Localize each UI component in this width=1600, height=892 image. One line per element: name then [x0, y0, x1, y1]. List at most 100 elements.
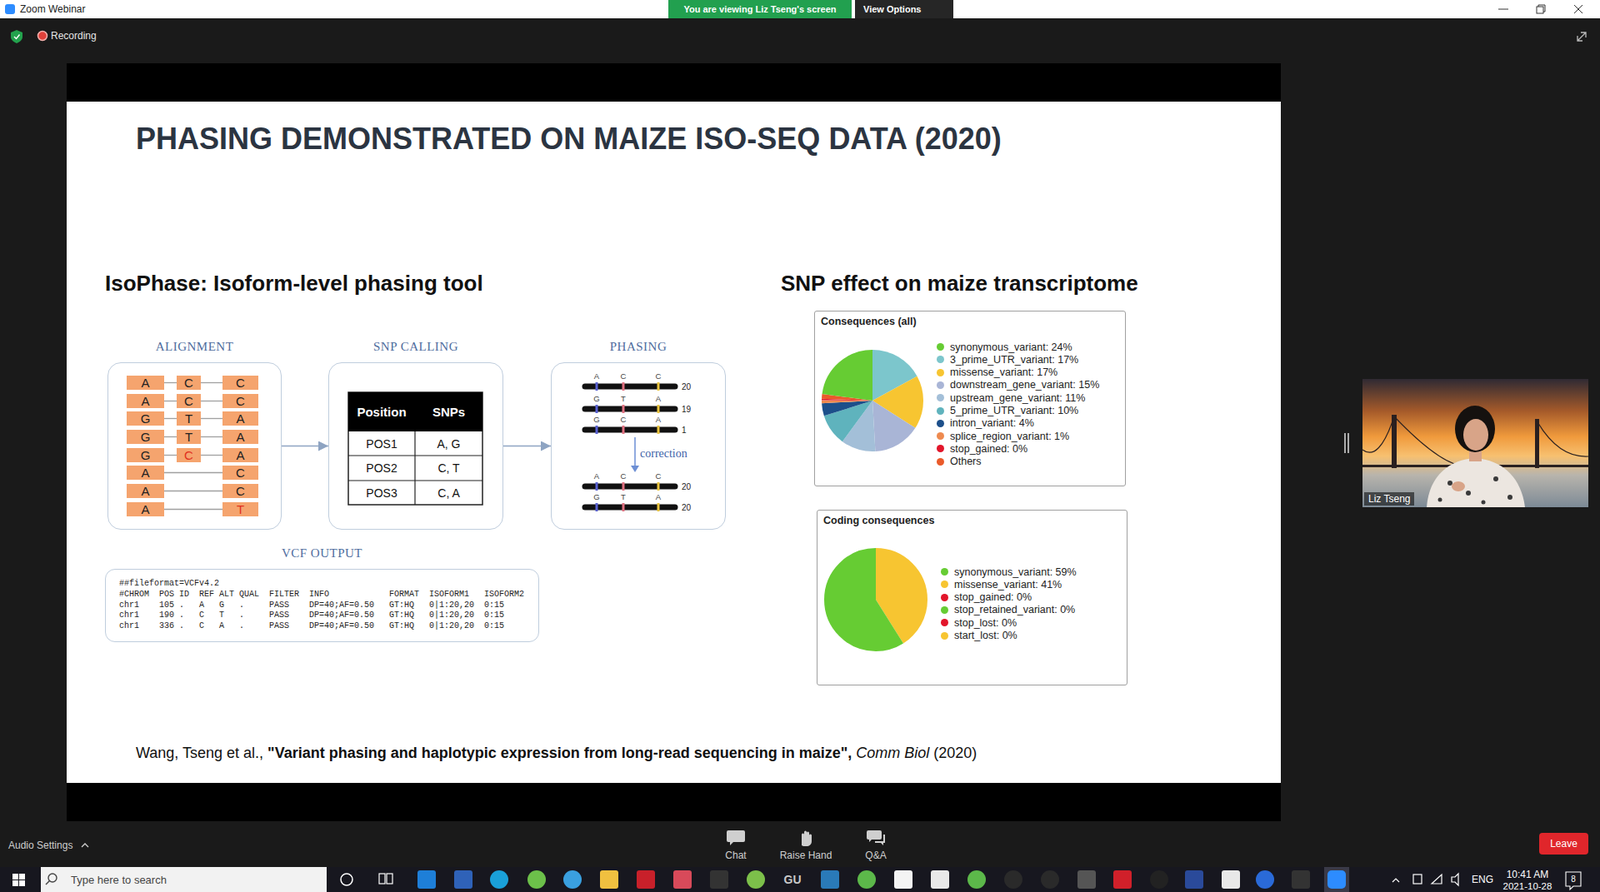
- legend-text: intron_variant: 4%: [950, 417, 1035, 430]
- drawn-rect: [857, 870, 876, 890]
- tray-icons: [1392, 874, 1459, 886]
- read-bars: [585, 386, 675, 508]
- drawn-rect: [386, 874, 393, 885]
- drawn-rect: [1077, 870, 1096, 890]
- read-count: 20: [681, 502, 702, 513]
- flow-arrow: [503, 445, 551, 448]
- drawn-rect: [930, 870, 950, 890]
- pie-coding: [850, 574, 902, 626]
- legend-text: upstream_gene_variant: 11%: [950, 392, 1085, 405]
- person-hand: [1451, 481, 1465, 492]
- legend-text: missense_variant: 41%: [954, 579, 1062, 591]
- drawn-rect: [1291, 870, 1310, 890]
- base-tile: C: [176, 448, 201, 463]
- drawn-rect: [1324, 867, 1350, 892]
- read-count: 20: [681, 381, 702, 392]
- drawn-line: [657, 503, 660, 512]
- slide-letterbox: [66, 63, 1281, 822]
- drawn-circle: [850, 574, 902, 626]
- tile-text: C: [184, 394, 194, 409]
- drawn-rect: [1004, 870, 1023, 890]
- alignment-link: [200, 400, 223, 402]
- legend-text: Others: [950, 455, 982, 468]
- screen-share-banner: You are viewing Liz Tseng's screen: [668, 0, 852, 19]
- legend-swatch: [936, 394, 945, 402]
- flow-arrow: [281, 445, 329, 448]
- tile-text: A: [140, 484, 150, 499]
- legend-swatch: [940, 594, 949, 602]
- read-count: 1: [681, 425, 702, 435]
- tile-text: G: [140, 411, 151, 426]
- bridge-cable: [1362, 416, 1589, 467]
- qa-icon: [866, 830, 885, 846]
- vcf-line: #CHROM POS ID REF ALT QUAL FILTER INFO F…: [119, 590, 525, 601]
- drawn-line: [585, 384, 675, 390]
- base-tile: A: [222, 430, 259, 445]
- cortana-icon: [340, 874, 353, 886]
- vcf-line: chr1 190 . C T . PASS DP=40;AF=0.50 GT:H…: [119, 610, 525, 622]
- legend-text: synonymous_variant: 24%: [950, 341, 1073, 354]
- box-heading: SNP CALLING: [329, 340, 503, 355]
- legend-item: 3_prime_UTR_variant: 17%: [936, 353, 1079, 366]
- legend-item: Others: [936, 455, 982, 469]
- view-options-button: View Options: [855, 0, 954, 19]
- alignment-link: [164, 455, 177, 456]
- tile-text: A: [140, 394, 150, 409]
- legend-text: missense_variant: 17%: [950, 366, 1058, 379]
- title-bar: [0, 0, 1600, 19]
- drawn-circle: [1481, 500, 1486, 505]
- drawn-circle: [1507, 495, 1513, 500]
- citation-year: (2020): [933, 745, 977, 763]
- drawn-circle: [847, 375, 899, 427]
- base-tile: A: [126, 465, 165, 480]
- citation-row: Wang, Tseng et al.,"Variant phasing and …: [135, 744, 977, 763]
- allele-letter: G: [590, 415, 604, 425]
- legend-text: 5_prime_UTR_variant: 10%: [950, 405, 1079, 417]
- drawn-circle: [847, 375, 899, 427]
- base-tile: C: [222, 465, 259, 480]
- taskbar: [0, 867, 1600, 892]
- legend-text: splice_region_variant: 1%: [950, 430, 1070, 443]
- drawn-rect: [490, 870, 509, 890]
- legend-swatch: [936, 420, 945, 428]
- tile-text: G: [140, 430, 151, 445]
- drawn-circle: [1493, 476, 1499, 482]
- drawn-circle: [847, 375, 899, 427]
- legend-text: stop_gained: 0%: [954, 591, 1032, 604]
- person-face: [1463, 419, 1489, 451]
- drawn-circle: [847, 375, 899, 427]
- alignment-link: [164, 382, 177, 384]
- legend-item: 5_prime_UTR_variant: 10%: [936, 405, 1079, 418]
- snp-markers: [596, 382, 659, 512]
- drawn-rect: [967, 870, 986, 890]
- box-heading: PHASING: [551, 340, 725, 355]
- alignment-link: [200, 436, 223, 438]
- clock-time: 10:41 AM: [1497, 869, 1558, 881]
- base-tile: G: [126, 430, 165, 445]
- tile-text: T: [236, 502, 245, 517]
- panel-heading: Consequences (all): [820, 315, 1120, 328]
- allele-letter: G: [590, 492, 604, 502]
- window-title: Zoom Webinar: [20, 0, 137, 19]
- drawn-rect: [19, 880, 25, 887]
- audio-chevron: [81, 844, 89, 848]
- drawn-rect: [1185, 870, 1204, 890]
- slide-page: [66, 101, 1281, 784]
- panel-heading: Coding consequences: [823, 515, 1121, 527]
- check-icon: [14, 35, 20, 40]
- drawn-line: [622, 503, 625, 512]
- drawn-line: [657, 405, 660, 414]
- drawn-line: [585, 427, 675, 434]
- vcf-box: VCF OUTPUT##fileformat=VCFv4.2#CHROM POS…: [105, 569, 540, 643]
- drawn-line: [622, 382, 625, 391]
- base-tile: C: [176, 394, 201, 409]
- base-tile: C: [222, 484, 259, 499]
- correction-arrowhead: [630, 465, 640, 473]
- base-tile: A: [126, 502, 165, 517]
- task-view-icon: [379, 874, 393, 885]
- toolbar-label: Chat: [710, 849, 761, 863]
- legend-swatch: [940, 580, 949, 589]
- drawn-circle: [847, 375, 899, 427]
- base-tile: A: [126, 394, 165, 409]
- tile-text: C: [235, 465, 245, 480]
